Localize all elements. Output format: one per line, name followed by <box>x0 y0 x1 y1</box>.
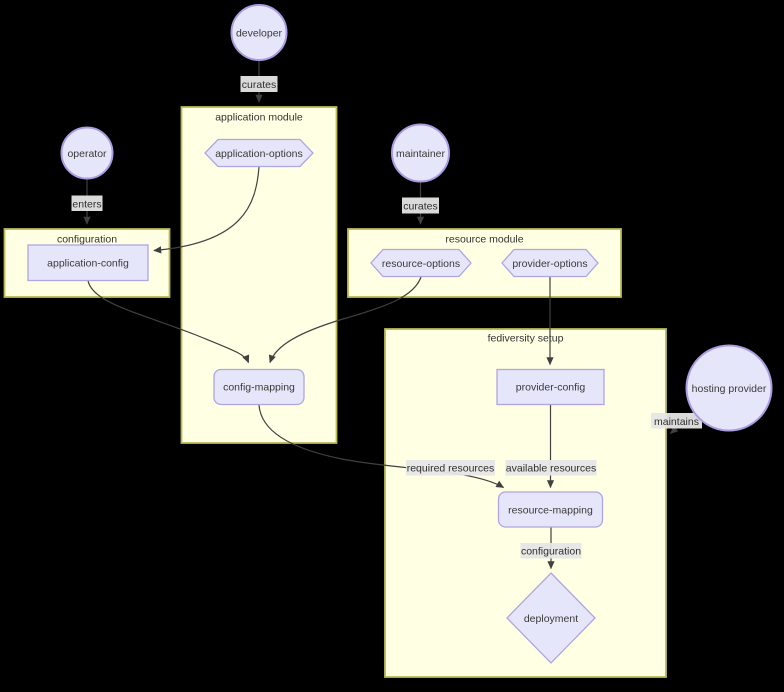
node-provider-options-shape <box>501 248 599 278</box>
edge-label-text: configuration <box>521 546 581 558</box>
edge-label-text: required resources <box>407 463 495 475</box>
edge-label-required-resources: required resources <box>406 460 495 476</box>
actor-developer-circle <box>230 4 288 61</box>
edge-label-configuration: configuration <box>520 543 582 559</box>
actor-hosting-provider-circle <box>685 344 773 432</box>
edge-label-bg <box>71 195 103 211</box>
actor-maintainer: maintainer <box>391 123 450 183</box>
edge-label-text: available resources <box>506 463 596 475</box>
actor-maintainer-label: maintainer <box>396 148 446 160</box>
cluster-configuration-title: configuration <box>57 234 117 246</box>
node-deployment-shape <box>506 572 596 664</box>
edge-label-bg <box>402 197 439 214</box>
edge-label-bg <box>406 460 495 476</box>
edge-label-bg <box>240 76 278 92</box>
cluster-application-module-title: application module <box>215 112 303 124</box>
actor-developer-label: developer <box>236 28 283 40</box>
edge-label-text: curates <box>242 79 276 91</box>
node-application-options-shape <box>204 138 314 168</box>
node-provider-options: provider-options <box>501 248 599 278</box>
node-resource-mapping-label: resource-mapping <box>508 505 593 517</box>
edge-label-bg <box>520 543 582 559</box>
node-resource-options-shape <box>370 248 472 278</box>
edge-config-mapping-to-resource-mapping <box>258 404 505 489</box>
cluster-resource-module-title: resource module <box>445 234 523 246</box>
node-resource-mapping-shape <box>497 491 604 528</box>
node-config-mapping: config-mapping <box>213 368 305 406</box>
edge-application-config-to-config-mapping <box>87 280 250 364</box>
node-resource-options-label: resource-options <box>382 258 460 270</box>
edge-label-operator-enters: enters <box>71 195 103 211</box>
edge-label-developer-curates: curates <box>240 76 278 92</box>
node-application-config-label: application-config <box>47 258 129 270</box>
actor-hosting-provider: hosting provider <box>685 344 773 432</box>
edge-label-available-resources: available resources <box>505 460 597 476</box>
actor-operator-label: operator <box>67 148 107 160</box>
node-application-options: application-options <box>204 138 314 168</box>
edge-resource-options-to-config-mapping <box>268 276 422 364</box>
node-application-config-shape <box>27 244 149 282</box>
edge-label-bg <box>505 460 597 476</box>
node-provider-config: provider-config <box>496 368 605 406</box>
node-provider-config-shape <box>496 368 605 406</box>
node-config-mapping-shape <box>213 368 305 406</box>
node-resource-mapping: resource-mapping <box>497 491 604 528</box>
node-resource-options: resource-options <box>370 248 472 278</box>
edge-label-text: enters <box>72 199 101 211</box>
edge-application-options-to-application-config <box>153 166 260 254</box>
actor-developer: developer <box>230 4 288 61</box>
edge-label-maintainer-curates: curates <box>402 197 439 214</box>
edge-label-text: curates <box>403 201 437 213</box>
actor-operator-circle <box>60 126 114 180</box>
actor-operator: operator <box>60 126 114 180</box>
edge-label-hosting-provider-maintains: maintains <box>651 413 702 429</box>
actor-hosting-provider-label: hosting provider <box>692 383 767 395</box>
edge-label-text: maintains <box>654 416 699 428</box>
cluster-fediversity-setup-title: fediversity setup <box>488 333 564 345</box>
node-application-options-label: application-options <box>215 148 303 160</box>
node-deployment: deployment <box>506 572 596 664</box>
edge-label-bg <box>651 413 702 429</box>
node-provider-options-label: provider-options <box>512 258 587 270</box>
node-config-mapping-label: config-mapping <box>223 382 295 394</box>
actor-maintainer-circle <box>391 123 450 183</box>
node-application-config: application-config <box>27 244 149 282</box>
node-deployment-label: deployment <box>524 613 578 625</box>
node-provider-config-label: provider-config <box>516 382 586 394</box>
